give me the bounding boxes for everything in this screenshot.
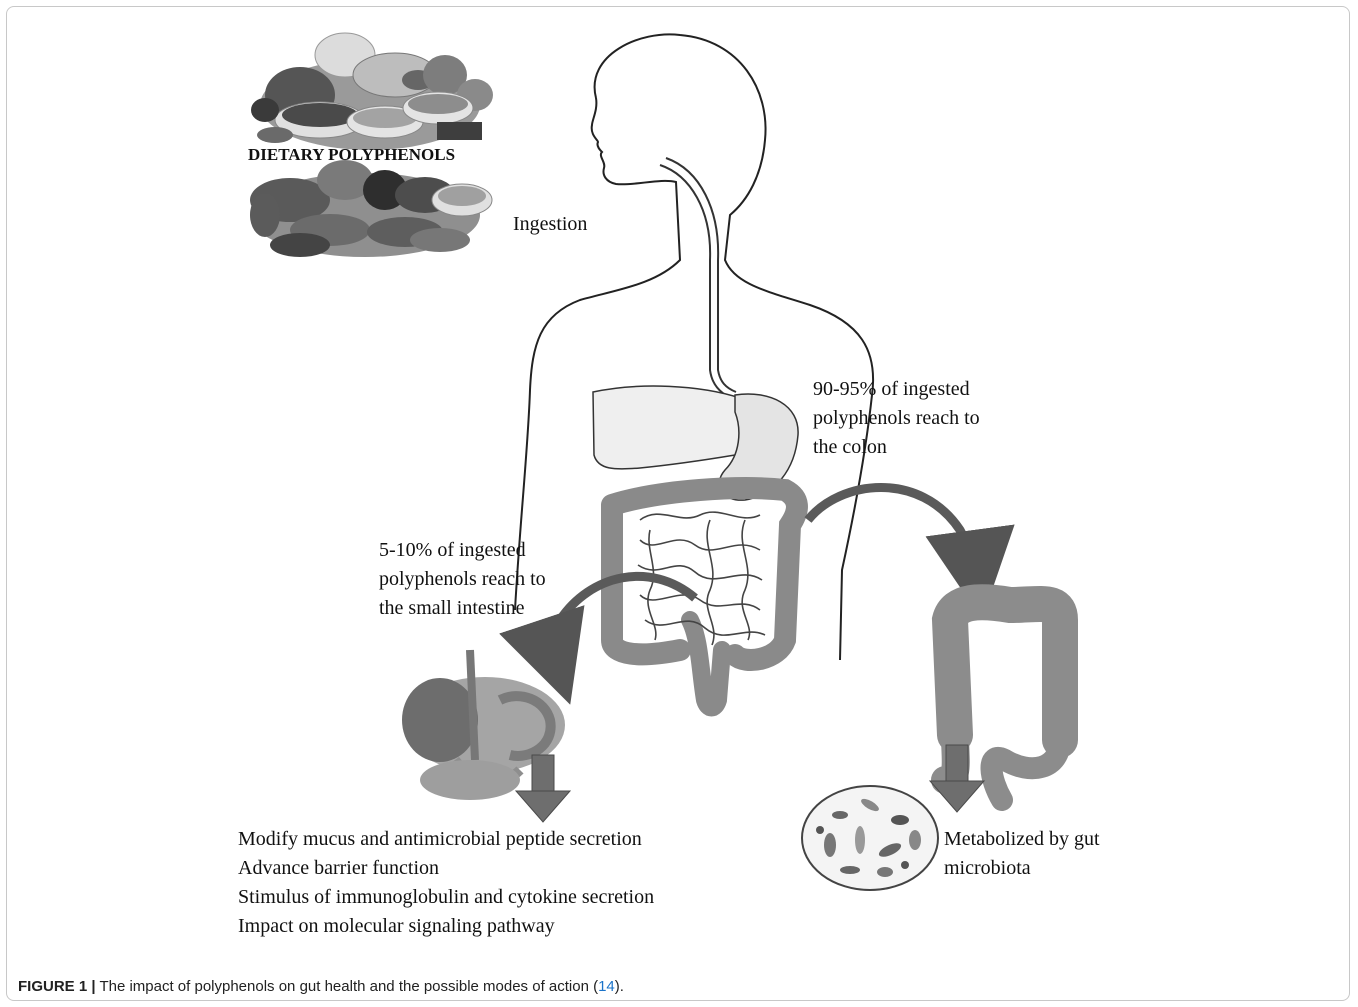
small-intestine-reach-line: 5-10% of ingested [379, 539, 526, 561]
microbiota-effect-label: Metabolized by gut microbiota [944, 828, 1105, 879]
effect-item: Modify mucus and antimicrobial peptide s… [238, 828, 642, 850]
small-intestine-reach-line: the small intestine [379, 597, 525, 619]
figure-caption: FIGURE 1 | The impact of polyphenols on … [18, 978, 624, 995]
colon-reach-line: 90-95% of ingested [813, 378, 970, 400]
microbiota-effect-line: microbiota [944, 857, 1031, 879]
human-body-outline [515, 34, 873, 660]
caption-reference-link[interactable]: 14 [598, 978, 615, 995]
small-intestine-reach-line: polyphenols reach to [379, 568, 546, 590]
microbiota-effect-line: Metabolized by gut [944, 828, 1100, 850]
small-intestine-reach-label: 5-10% of ingested polyphenols reach to t… [379, 539, 551, 619]
arrow-to-colon [808, 488, 976, 576]
caption-text: The impact of polyphenols on gut health … [96, 978, 599, 995]
liver [593, 386, 752, 469]
effect-item: Impact on molecular signaling pathway [238, 915, 555, 937]
dietary-polyphenols-label: DIETARY POLYPHENOLS [248, 145, 455, 164]
colon-reach-line: polyphenols reach to [813, 407, 980, 429]
gut-microbiota-image [802, 786, 938, 890]
caption-end: ). [615, 978, 624, 995]
colon-reach-label: 90-95% of ingested polyphenols reach to … [813, 378, 985, 458]
effect-item: Advance barrier function [238, 857, 439, 879]
colon-reach-line: the colon [813, 436, 887, 458]
effect-item: Stimulus of immunoglobulin and cytokine … [238, 886, 654, 908]
caption-label: FIGURE 1 | [18, 978, 96, 995]
esophagus [660, 165, 730, 398]
ingestion-label: Ingestion [513, 213, 587, 235]
small-intestine-effects-list: Modify mucus and antimicrobial peptide s… [238, 828, 659, 937]
